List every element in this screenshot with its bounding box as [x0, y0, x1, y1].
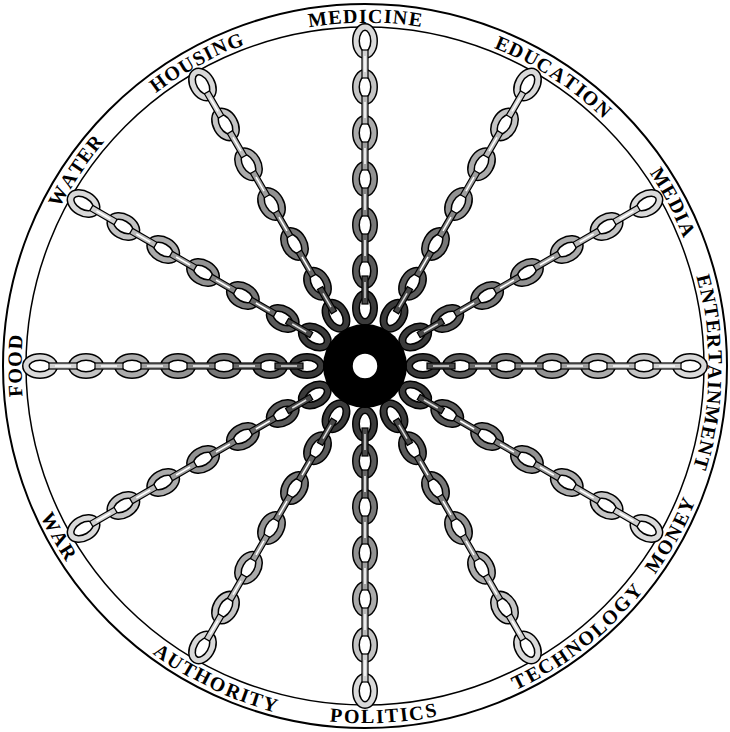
- rim-letter: L: [361, 706, 374, 726]
- rim-letter: C: [408, 702, 425, 724]
- rim-letter: O: [4, 368, 24, 384]
- rim-letter: E: [327, 6, 342, 27]
- rim-letter: T: [384, 705, 399, 726]
- rim-letter: D: [5, 334, 26, 350]
- rim-letter: E: [703, 318, 724, 334]
- rim-letter: I: [359, 5, 367, 25]
- rim-letter: A: [705, 365, 725, 380]
- rim-letter: I: [375, 706, 384, 726]
- rim-letter: I: [383, 6, 392, 26]
- rim-letter: M: [701, 405, 723, 427]
- rim-letter: P: [330, 705, 344, 726]
- rim-letter: I: [705, 380, 725, 389]
- rim-letter: D: [342, 6, 357, 27]
- rim-letter: O: [344, 706, 360, 727]
- rim-letter: O: [4, 351, 24, 367]
- rim-letter: T: [705, 350, 725, 364]
- rim-letter: M: [306, 8, 327, 30]
- rim-letter: N: [703, 389, 724, 405]
- rim-letter: R: [704, 333, 725, 349]
- rim-letter: N: [392, 7, 408, 28]
- rim-letter: C: [368, 5, 383, 25]
- rim-letter: F: [5, 384, 26, 398]
